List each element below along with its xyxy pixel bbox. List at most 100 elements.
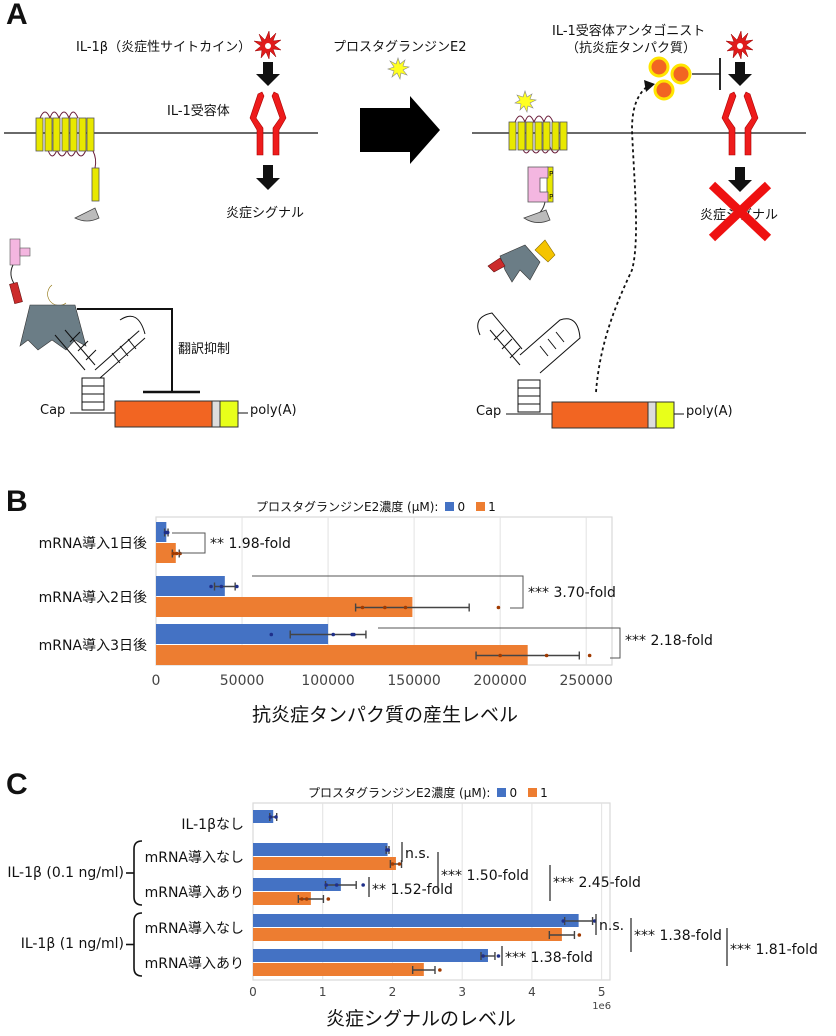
data-point bbox=[300, 897, 304, 901]
bar-blue bbox=[156, 624, 329, 644]
category-label: mRNA導入3日後 bbox=[39, 638, 147, 654]
panel-b-letter: B bbox=[6, 485, 28, 518]
bar-blue bbox=[253, 810, 274, 823]
data-point bbox=[219, 584, 224, 589]
legend-label-0: 0 bbox=[457, 499, 466, 514]
x-tick-label: 200000 bbox=[473, 673, 526, 689]
x-tick-label: 3 bbox=[458, 985, 466, 999]
down-arrow-right-top bbox=[728, 62, 752, 86]
group-label: IL-1β (0.1 ng/ml) bbox=[7, 865, 124, 881]
data-point bbox=[496, 605, 501, 610]
transition-arrow-icon bbox=[360, 96, 440, 164]
fold-change-annotation: *** 2.18-fold bbox=[625, 633, 713, 649]
x-tick-label: 0 bbox=[152, 673, 161, 689]
panel-b-legend: プロスタグランジンE2濃度 (μM): 0 1 bbox=[256, 498, 496, 515]
category-label: mRNA導入1日後 bbox=[39, 536, 147, 552]
category-label: mRNA導入なし bbox=[145, 850, 244, 866]
bar-orange bbox=[156, 543, 176, 563]
legend-label-1: 1 bbox=[540, 785, 548, 800]
mrna-utr-yellow-right bbox=[655, 401, 675, 429]
legend-label-0: 0 bbox=[509, 785, 518, 800]
group-label: IL-1β (1 ng/ml) bbox=[21, 936, 124, 952]
data-point bbox=[587, 653, 592, 658]
phospho-icon: P bbox=[549, 170, 553, 178]
signal-label: 炎症シグナル bbox=[226, 206, 305, 221]
group-bracket bbox=[133, 840, 143, 906]
panel-a-letter: A bbox=[6, 0, 28, 31]
legend-title: プロスタグランジンE2濃度 (μM): bbox=[308, 786, 491, 800]
fold-change-annotation: *** 2.45-fold bbox=[553, 875, 641, 891]
released-complex-icon bbox=[487, 239, 556, 283]
data-point bbox=[331, 632, 336, 637]
data-point bbox=[496, 954, 501, 958]
category-label: mRNA導入2日後 bbox=[39, 590, 147, 606]
cap-label-left: Cap bbox=[40, 403, 66, 418]
fold-change-annotation: *** 1.50-fold bbox=[441, 868, 529, 884]
x-tick-label: 4 bbox=[528, 985, 536, 999]
legend-swatch-orange bbox=[476, 502, 486, 511]
data-point bbox=[334, 883, 339, 887]
fold-change-annotation: n.s. bbox=[599, 918, 624, 934]
down-arrow-left-bottom bbox=[256, 165, 280, 190]
gpcr-right-icon: P P bbox=[508, 90, 568, 223]
fold-change-annotation: n.s. bbox=[405, 846, 430, 862]
bar-orange bbox=[253, 892, 311, 905]
x-scale-label: 1e6 bbox=[592, 1001, 611, 1012]
data-point bbox=[269, 632, 274, 637]
data-point bbox=[324, 883, 329, 887]
data-point bbox=[268, 815, 273, 819]
data-point bbox=[390, 862, 395, 866]
cap-label-right: Cap bbox=[476, 404, 502, 419]
bar-blue bbox=[156, 576, 225, 596]
bar-orange bbox=[253, 857, 396, 870]
bar-blue bbox=[156, 522, 167, 542]
data-point bbox=[326, 897, 331, 901]
data-point bbox=[481, 954, 485, 958]
legend-swatch-blue bbox=[445, 502, 455, 511]
fold-change-annotation: *** 1.38-fold bbox=[505, 950, 593, 966]
data-point bbox=[304, 897, 309, 901]
x-tick-label: 2 bbox=[389, 985, 397, 999]
fold-change-annotation: *** 3.70-fold bbox=[528, 585, 616, 601]
panel-c-legend: プロスタグランジンE2濃度 (μM): 0 1 bbox=[308, 784, 548, 801]
bar-orange bbox=[156, 645, 528, 665]
plot-frame bbox=[252, 802, 611, 981]
significance-bracket bbox=[172, 532, 206, 554]
data-point bbox=[171, 551, 176, 556]
translation-repression-label: 翻訳抑制 bbox=[178, 342, 231, 357]
bar-orange bbox=[253, 963, 424, 976]
bar-blue bbox=[253, 949, 488, 962]
fold-change-annotation: *** 1.38-fold bbox=[634, 928, 722, 944]
x-tick-label: 0 bbox=[249, 985, 257, 999]
data-point bbox=[383, 605, 387, 610]
panel-b-xlabel: 抗炎症タンパク質の産生レベル bbox=[252, 704, 519, 726]
legend-title: プロスタグランジンE2濃度 (μM): bbox=[256, 500, 439, 514]
category-label: mRNA導入あり bbox=[145, 956, 244, 972]
significance-bracket bbox=[252, 575, 524, 609]
legend-swatch-orange bbox=[528, 788, 538, 797]
data-point bbox=[361, 883, 365, 887]
mrna-5utr-right-icon bbox=[477, 312, 581, 413]
down-arrow-left-top bbox=[256, 62, 280, 86]
mrna-orf-right bbox=[551, 401, 649, 429]
data-point bbox=[561, 919, 566, 923]
mrna-utr-grey-left bbox=[211, 400, 221, 428]
fold-change-annotation: *** 1.81-fold bbox=[730, 942, 818, 958]
panel-a-diagram: P P bbox=[4, 30, 806, 429]
bar-blue bbox=[253, 843, 388, 856]
data-point bbox=[403, 605, 408, 610]
data-point bbox=[498, 653, 502, 658]
bar-orange bbox=[156, 597, 413, 617]
category-label: IL-1βなし bbox=[181, 817, 244, 833]
pge2-label: プロスタグランジンE2 bbox=[333, 40, 467, 55]
translation-repression-bracket bbox=[77, 308, 173, 392]
significance-bracket bbox=[378, 627, 621, 659]
il1b-label: IL-1β（炎症性サイトカイン） bbox=[76, 40, 252, 55]
antagonist-label-line1: IL-1受容体アンタゴニスト bbox=[552, 24, 706, 39]
data-point bbox=[235, 584, 239, 589]
x-tick-label: 250000 bbox=[559, 673, 612, 689]
data-point bbox=[577, 933, 582, 937]
x-tick-label: 100000 bbox=[301, 673, 354, 689]
